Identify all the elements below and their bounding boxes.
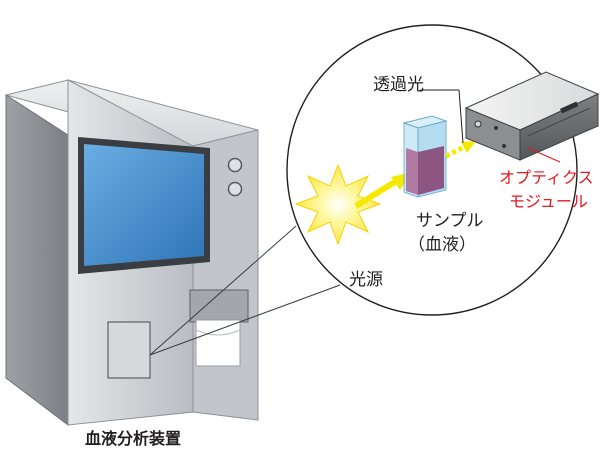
blood-analyzer-icon [5, 79, 259, 427]
light-source-label: 光源 [349, 270, 383, 290]
optics-module-icon [464, 71, 600, 161]
device-label: 血液分析装置 [85, 429, 182, 448]
device-button-upper [227, 157, 243, 173]
starburst-icon [294, 163, 382, 246]
printer-slot [189, 289, 249, 323]
device-screen [84, 144, 204, 266]
zoom-line-upper [149, 225, 297, 356]
device-button-lower [227, 181, 243, 197]
zoom-line-lower [149, 284, 341, 356]
transmitted-light-label: 透過光 [373, 75, 424, 95]
device-side [5, 94, 69, 427]
light-beam-transmitted [444, 141, 476, 159]
cuvette-icon [402, 115, 448, 198]
module-leader [527, 147, 561, 163]
sample-liquid [406, 148, 418, 195]
sample-label-line1: サンプル [416, 211, 484, 231]
device-panel [107, 321, 151, 379]
sample-label-line2: （血液） [408, 235, 476, 255]
optics-module-label-line1: オプティクス [499, 168, 594, 187]
optics-module-label-line2: モジュール [509, 192, 588, 211]
